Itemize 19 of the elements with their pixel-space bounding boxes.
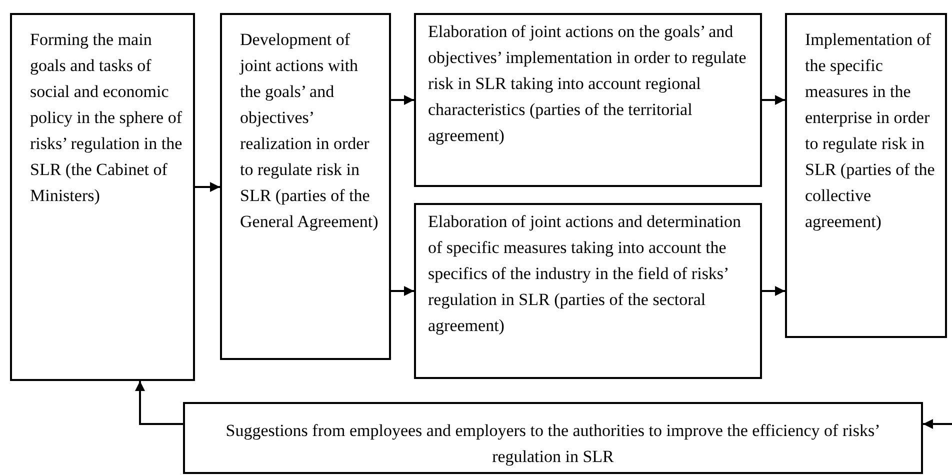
arrow bbox=[762, 95, 785, 105]
arrow bbox=[923, 419, 952, 429]
process-box bbox=[414, 203, 762, 379]
box-text: Suggestions from employees and employers to the authorities to improve the efficiency of risks’ regulation in SLR bbox=[224, 420, 882, 468]
arrow bbox=[391, 95, 414, 105]
box-text: Elaboration of joint actions and determination of specific measures taking into account the specifics of the industry in the field of risks’ regulation in SLR (parties of the sectoral agreement) bbox=[428, 211, 742, 337]
arrow bbox=[195, 182, 220, 192]
arrow bbox=[135, 381, 183, 425]
arrow bbox=[391, 286, 414, 296]
arrow bbox=[762, 286, 785, 296]
process-box bbox=[183, 402, 923, 474]
process-box bbox=[220, 13, 391, 360]
process-box bbox=[10, 13, 195, 381]
process-box bbox=[785, 13, 947, 338]
box-text: Elaboration of joint actions on the goals’ and objectives’ implementation in order to regulate risk in SLR taking into account regional characteristics (parties of the territorial agreement) bbox=[428, 21, 748, 147]
process-box bbox=[414, 13, 762, 187]
box-text: Forming the main goals and tasks of social and economic policy in the sphere of risks’ regulation in the SLR (the Cabinet of Ministers) bbox=[30, 29, 184, 207]
box-text: Implementation of the specific measures in the enterprise in order to regulate risk in SLR (parties of the collective agreement) bbox=[805, 29, 936, 233]
box-text: Development of joint actions with the goals’ and objectives’ realization in order to regulate risk in SLR (parties of the General Agreement) bbox=[240, 29, 380, 233]
